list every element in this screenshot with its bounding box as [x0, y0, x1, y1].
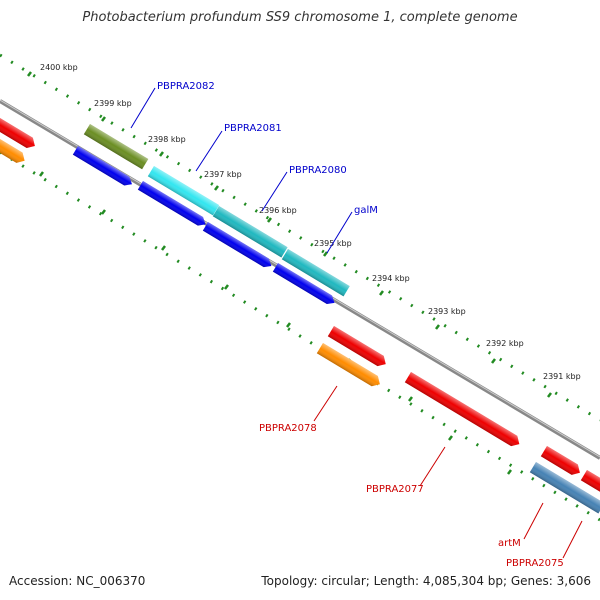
- accession-label: Accession: NC_006370: [9, 574, 146, 588]
- scale-label: 2393 kbp: [428, 307, 466, 316]
- scale-label: 2391 kbp: [543, 372, 581, 381]
- scale-label: 2400 kbp: [40, 63, 78, 72]
- gene-label-pbpra2077[interactable]: PBPRA2077: [366, 484, 424, 495]
- leader-line: [562, 520, 583, 559]
- leader-line: [130, 87, 156, 129]
- gene-label-pbpra2081[interactable]: PBPRA2081: [224, 123, 282, 134]
- leader-line: [523, 502, 544, 540]
- gene-feature-pbpra2080[interactable]: [212, 206, 288, 258]
- leader-line: [313, 385, 338, 422]
- cds-feature[interactable]: [137, 181, 208, 229]
- gene-feature-pbpra2082[interactable]: [83, 124, 149, 170]
- gene-feature-pbpra2075[interactable]: [529, 462, 600, 514]
- inner-ring-major-ticks: [39, 171, 512, 475]
- leader-line: [261, 171, 288, 212]
- scale-label: 2399 kbp: [94, 99, 132, 108]
- gene-label-galm[interactable]: galM: [354, 205, 378, 216]
- gene-feature-pbpra2081[interactable]: [147, 166, 220, 216]
- leader-line: [326, 211, 353, 254]
- gene-label-artm[interactable]: artM: [498, 538, 521, 549]
- gene-feature-artm[interactable]: [540, 446, 583, 478]
- inner-scale-ring: [0, 150, 600, 522]
- gene-label-pbpra2080[interactable]: PBPRA2080: [289, 165, 347, 176]
- map-title: Photobacterium profundum SS9 chromosome …: [82, 10, 518, 25]
- cds-feature[interactable]: [202, 222, 274, 270]
- leader-line: [419, 446, 446, 487]
- leader-line: [195, 130, 223, 172]
- scale-label: 2398 kbp: [148, 135, 186, 144]
- cds-feature[interactable]: [72, 146, 135, 189]
- scale-label: 2392 kbp: [486, 339, 524, 348]
- gene-feature-right-red[interactable]: [580, 470, 600, 496]
- cds-feature[interactable]: [272, 263, 337, 307]
- scale-label: 2397 kbp: [204, 170, 242, 179]
- scale-label: 2394 kbp: [372, 274, 410, 283]
- cds-track-forward: [72, 146, 337, 307]
- gene-label-pbpra2078[interactable]: PBPRA2078: [259, 423, 317, 434]
- gene-feature-pbpra2078[interactable]: [316, 343, 383, 389]
- scale-label: 2396 kbp: [259, 206, 297, 215]
- genome-summary: Topology: circular; Length: 4,085,304 bp…: [261, 574, 591, 588]
- outer-ring-major-ticks: [27, 71, 552, 398]
- outer-scale-ring: [0, 53, 600, 422]
- gene-feature-left-orange[interactable]: [0, 133, 28, 166]
- gene-feature-pbpra2077[interactable]: [404, 372, 523, 449]
- gene-feature-galm[interactable]: [281, 249, 350, 297]
- gene-label-pbpra2082[interactable]: PBPRA2082: [157, 81, 215, 92]
- gene-feature-pbpra2078-red[interactable]: [327, 326, 389, 369]
- gene-track-forward: [83, 124, 350, 297]
- gene-label-pbpra2075[interactable]: PBPRA2075: [506, 558, 564, 569]
- gene-feature-left-red[interactable]: [0, 112, 38, 151]
